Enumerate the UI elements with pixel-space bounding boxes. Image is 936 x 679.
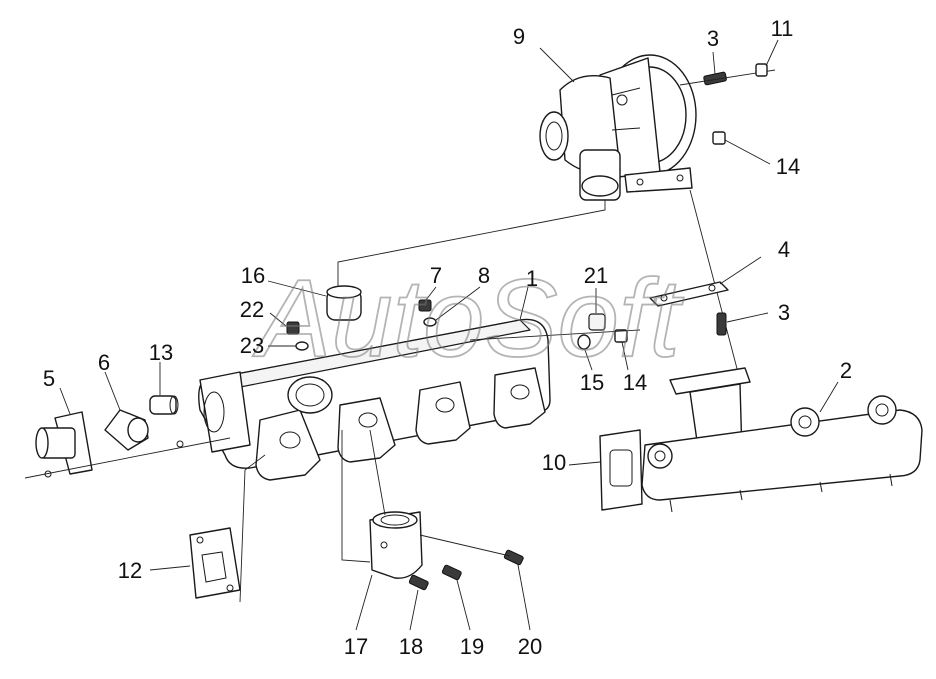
callout-20: 20: [518, 634, 542, 659]
callout-22: 22: [240, 297, 264, 322]
callout-17: 17: [344, 634, 368, 659]
callout-7: 7: [430, 263, 442, 288]
plug-small[interactable]: [286, 321, 300, 335]
plug-right[interactable]: [588, 313, 606, 331]
cover-plate[interactable]: [189, 527, 241, 599]
nut-turbo-lower[interactable]: [712, 131, 726, 145]
callout-9: 9: [513, 24, 525, 49]
nut-right[interactable]: [614, 329, 628, 343]
bolt-long[interactable]: [503, 549, 524, 566]
callout-19: 19: [460, 634, 484, 659]
callout-11: 11: [771, 16, 794, 41]
callout-23: 23: [240, 333, 264, 358]
stud-bolt-right[interactable]: [716, 312, 727, 336]
callout-14-upper: 14: [776, 154, 800, 179]
watermark-text: AutoSoft: [252, 257, 684, 380]
exhaust-manifold-main[interactable]: [198, 318, 551, 481]
callout-10: 10: [542, 450, 566, 475]
callout-5: 5: [43, 366, 55, 391]
bolt-small[interactable]: [408, 574, 429, 591]
callout-8: 8: [478, 263, 490, 288]
nut-part[interactable]: [755, 63, 768, 77]
callout-3-right: 3: [778, 300, 790, 325]
washer-right[interactable]: [577, 334, 591, 350]
callout-3-upper: 3: [707, 26, 719, 51]
callout-14-lower: 14: [623, 370, 647, 395]
callout-13: 13: [149, 340, 173, 365]
callout-4: 4: [778, 237, 790, 262]
callout-18: 18: [399, 634, 423, 659]
manifold-gasket[interactable]: [599, 429, 643, 511]
exhaust-manifold-secondary[interactable]: [641, 367, 923, 513]
callout-6: 6: [98, 350, 110, 375]
elbow-pipe[interactable]: [369, 511, 423, 579]
thermostat-valve[interactable]: [104, 409, 149, 451]
plug-part[interactable]: [418, 299, 432, 312]
callout-21: 21: [584, 263, 608, 288]
sleeve-part[interactable]: [149, 395, 179, 415]
turbocharger-part[interactable]: [539, 54, 697, 201]
bolt-part[interactable]: [441, 564, 462, 581]
washer-part[interactable]: [423, 317, 437, 327]
callout-12: 12: [118, 558, 142, 583]
callout-16: 16: [241, 263, 265, 288]
thermostat-housing[interactable]: [35, 411, 93, 475]
callout-15: 15: [580, 370, 604, 395]
callout-2: 2: [840, 358, 852, 383]
pipe-connector[interactable]: [326, 285, 362, 321]
callout-1: 1: [526, 266, 538, 291]
gasket-part[interactable]: [649, 281, 729, 307]
